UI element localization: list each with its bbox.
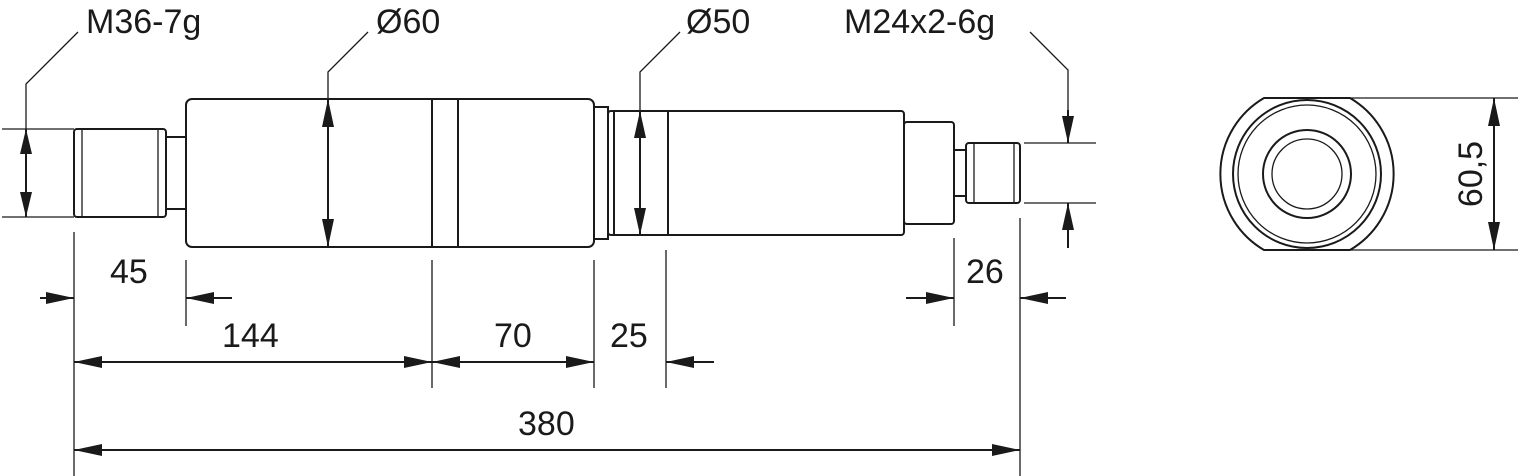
bore-inner-circle	[1271, 138, 1343, 210]
left-neck	[165, 136, 187, 210]
dim-overall: 380	[74, 405, 1020, 456]
diameter-secondary-callout: Ø50	[634, 3, 750, 235]
dim-left-thread: 45	[40, 253, 232, 304]
step-collar	[593, 106, 609, 240]
dim-right-thread: 26	[906, 253, 1066, 304]
dim-right-thread-label: 26	[966, 253, 1004, 291]
dim-neck-label: 25	[610, 317, 648, 355]
right-shoulder	[903, 121, 955, 225]
diameter-secondary-label: Ø50	[686, 3, 750, 41]
end-view: 60,5	[1219, 97, 1518, 251]
right-thread-stub	[965, 142, 1021, 204]
body-band	[431, 98, 459, 248]
extension-lines	[73, 218, 1021, 476]
dim-band-label: 70	[494, 317, 532, 355]
thread-right-label: M24x2-6g	[844, 3, 995, 41]
dim-overall-label: 380	[518, 405, 575, 443]
thread-left-label: M36-7g	[86, 3, 201, 41]
outer-face-circle	[1232, 99, 1382, 249]
thread-right-callout: M24x2-6g	[844, 3, 1096, 248]
thread-left-callout: M36-7g	[2, 3, 201, 218]
dim-chain: 144 70 25	[74, 317, 714, 368]
diameter-main-label: Ø60	[376, 3, 440, 41]
bore-circle	[1262, 129, 1352, 219]
dim-left-thread-label: 45	[110, 253, 148, 291]
main-body	[185, 98, 595, 248]
left-thread-stub	[73, 128, 167, 218]
dim-main-body-label: 144	[222, 317, 279, 355]
outer-face-inner-circle	[1237, 104, 1377, 244]
hex-flats-outline	[1219, 97, 1395, 251]
diameter-main-callout: Ø60	[322, 3, 440, 247]
side-view	[73, 98, 1021, 248]
across-flats-label: 60,5	[1452, 141, 1490, 207]
